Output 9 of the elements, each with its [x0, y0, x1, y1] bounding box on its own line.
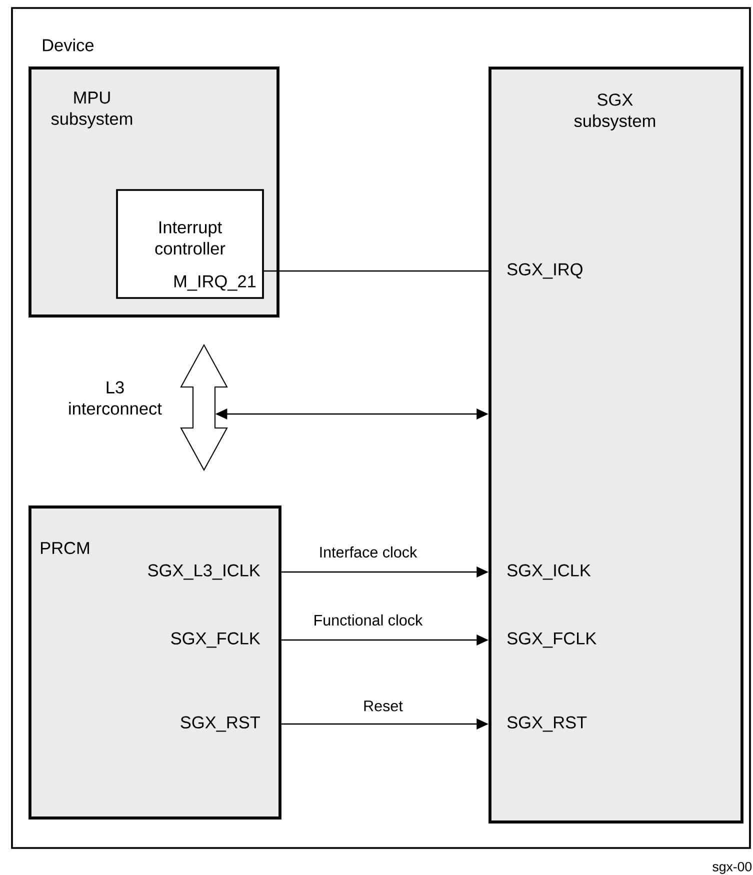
edge-label: Reset: [364, 700, 403, 712]
edge-label: Functional clock: [314, 614, 423, 626]
connector-line: [264, 270, 489, 272]
subsystem-box: PRCM SGX_L3_ICLK SGX_FCLK SGX_RST: [28, 506, 282, 820]
controller-box: Interrupt controller M_IRQ_21: [116, 189, 264, 299]
figure-id: sgx-00: [712, 862, 752, 874]
interconnect-label: L3 interconnect: [69, 381, 162, 415]
subsystem-box: SGX subsystem SGX_IRQ SGX_ICLK SGX_FCLK SGX_RST: [488, 66, 744, 824]
edge-label: Interface clock: [320, 546, 418, 558]
